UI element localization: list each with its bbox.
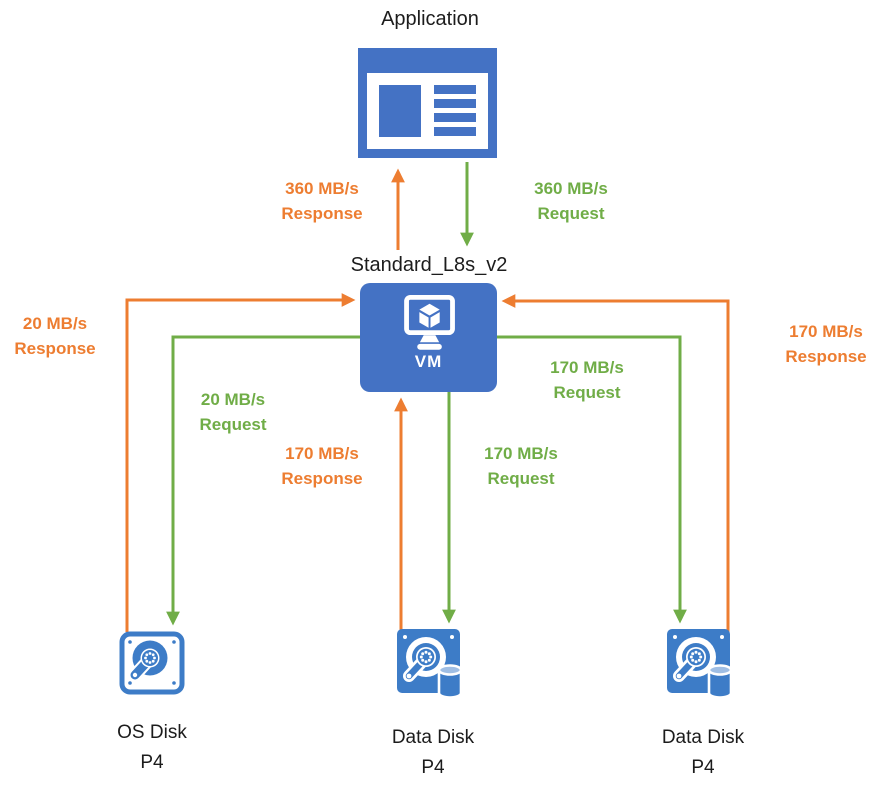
- flow-value: 170 MB/s: [484, 444, 558, 463]
- disk-tier: P4: [691, 757, 715, 778]
- os-disk-label: OS Disk P4: [117, 718, 187, 778]
- flow-kind: Request: [553, 383, 621, 402]
- flow-label-app-response: 360 MB/s Response: [281, 176, 362, 226]
- disk-tier: P4: [140, 752, 164, 773]
- os-disk-icon: [119, 631, 185, 695]
- flow-kind: Response: [785, 347, 867, 366]
- data-disk-1-label: Data Disk P4: [392, 723, 474, 783]
- flow-kind: Response: [14, 339, 96, 358]
- application-icon: [358, 48, 497, 158]
- flow-label-data1-response: 170 MB/s Response: [281, 441, 362, 491]
- flow-label-data2-response: 170 MB/s Response: [785, 319, 866, 369]
- disk-name: OS Disk: [117, 722, 187, 743]
- flow-label-data1-request: 170 MB/s Request: [484, 441, 558, 491]
- flow-value: 360 MB/s: [285, 179, 359, 198]
- flow-value: 360 MB/s: [534, 179, 608, 198]
- flow-value: 170 MB/s: [789, 322, 863, 341]
- flow-label-os-request: 20 MB/s Request: [199, 387, 266, 437]
- cube-glyph: [418, 303, 440, 328]
- data-disk-2-label: Data Disk P4: [662, 723, 744, 783]
- vm-label: VM: [414, 352, 443, 371]
- vm-title: Standard_L8s_v2: [350, 254, 508, 276]
- flow-kind: Response: [281, 204, 363, 223]
- data-disk-icon: [667, 629, 733, 699]
- flow-kind: Request: [537, 204, 605, 223]
- flow-value: 170 MB/s: [285, 444, 359, 463]
- flow-value: 20 MB/s: [200, 390, 266, 409]
- flow-label-app-request: 360 MB/s Request: [534, 176, 608, 226]
- flow-kind: Request: [487, 469, 555, 488]
- flow-kind: Response: [281, 469, 363, 488]
- flow-label-os-response: 20 MB/s Response: [14, 311, 95, 361]
- data-disk-icon: [397, 629, 463, 699]
- vm-monitor-icon: [403, 294, 455, 350]
- disk-name: Data Disk: [391, 727, 475, 748]
- flow-value: 20 MB/s: [22, 314, 88, 333]
- disk-tier: P4: [421, 757, 445, 778]
- flow-label-data2-request: 170 MB/s Request: [550, 355, 624, 405]
- disk-name: Data Disk: [661, 727, 745, 748]
- flow-value: 170 MB/s: [550, 358, 624, 377]
- flow-kind: Request: [199, 415, 267, 434]
- vm-node: VM: [360, 283, 497, 392]
- application-title: Application: [381, 8, 479, 30]
